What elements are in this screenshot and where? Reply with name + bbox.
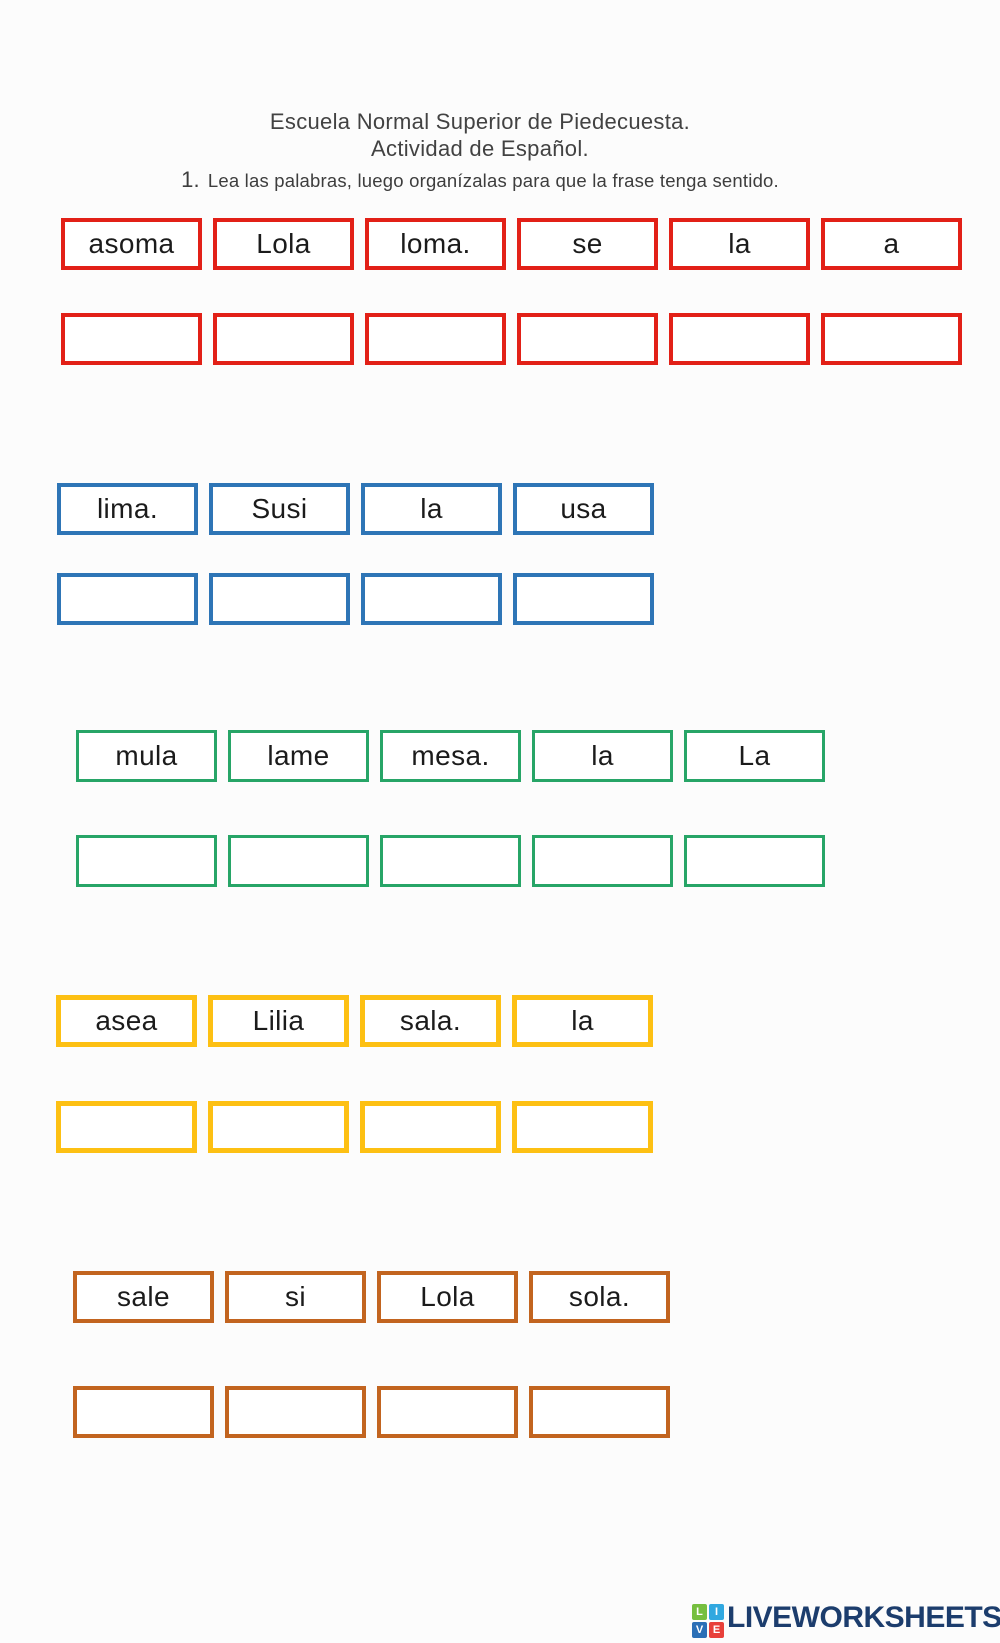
word-card[interactable]: la	[361, 483, 502, 535]
word-card[interactable]: loma.	[365, 218, 506, 270]
word-card[interactable]: sola.	[529, 1271, 670, 1323]
answer-slot[interactable]	[529, 1386, 670, 1438]
answer-slot[interactable]	[209, 573, 350, 625]
answer-slot[interactable]	[76, 835, 217, 887]
word-card[interactable]: Lola	[377, 1271, 518, 1323]
answer-slot[interactable]	[517, 313, 658, 365]
word-card[interactable]: a	[821, 218, 962, 270]
word-card[interactable]: asoma	[61, 218, 202, 270]
word-card[interactable]: La	[684, 730, 825, 782]
word-card[interactable]: la	[512, 995, 653, 1047]
answer-slot[interactable]	[513, 573, 654, 625]
liveworksheets-icon: L I V E	[692, 1604, 724, 1638]
word-card[interactable]: Lilia	[208, 995, 349, 1047]
brand-wordmark: LIVEWORKSHEETS	[727, 1601, 1000, 1634]
answer-row-red	[61, 313, 962, 365]
instruction-text: Lea las palabras, luego organízalas para…	[207, 170, 779, 191]
word-card[interactable]: asea	[56, 995, 197, 1047]
word-row-red: asoma Lola loma. se la a	[61, 218, 962, 270]
answer-slot[interactable]	[213, 313, 354, 365]
answer-slot[interactable]	[532, 835, 673, 887]
answer-slot[interactable]	[73, 1386, 214, 1438]
logo-tile-e: E	[709, 1622, 724, 1638]
word-card[interactable]: se	[517, 218, 658, 270]
answer-slot[interactable]	[225, 1386, 366, 1438]
word-card[interactable]: sale	[73, 1271, 214, 1323]
word-row-brown: sale si Lola sola.	[73, 1271, 670, 1323]
answer-slot[interactable]	[228, 835, 369, 887]
instruction-line: 1. Lea las palabras, luego organízalas pa…	[0, 167, 960, 193]
answer-slot[interactable]	[380, 835, 521, 887]
word-row-yellow: asea Lilia sala. la	[56, 995, 653, 1047]
school-title: Escuela Normal Superior de Piedecuesta.	[269, 109, 691, 134]
liveworksheets-logo[interactable]: L I V E LIVEWORKSHEETS	[692, 1600, 1000, 1638]
answer-row-blue	[57, 573, 654, 625]
answer-row-yellow	[56, 1101, 653, 1153]
word-card[interactable]: Susi	[209, 483, 350, 535]
word-card[interactable]: la	[669, 218, 810, 270]
answer-slot[interactable]	[208, 1101, 349, 1153]
answer-slot[interactable]	[361, 573, 502, 625]
word-row-green: mula lame mesa. la La	[76, 730, 825, 782]
word-card[interactable]: usa	[513, 483, 654, 535]
answer-slot[interactable]	[669, 313, 810, 365]
word-card[interactable]: si	[225, 1271, 366, 1323]
logo-tile-v: V	[692, 1622, 707, 1638]
answer-slot[interactable]	[56, 1101, 197, 1153]
word-card[interactable]: mula	[76, 730, 217, 782]
instruction-number: 1.	[181, 167, 200, 192]
answer-slot[interactable]	[684, 835, 825, 887]
answer-slot[interactable]	[61, 313, 202, 365]
word-card[interactable]: sala.	[360, 995, 501, 1047]
answer-slot[interactable]	[821, 313, 962, 365]
activity-title: Actividad de Español.	[371, 136, 589, 161]
word-row-blue: lima. Susi la usa	[57, 483, 654, 535]
answer-slot[interactable]	[360, 1101, 501, 1153]
word-card[interactable]: lame	[228, 730, 369, 782]
answer-slot[interactable]	[377, 1386, 518, 1438]
word-card[interactable]: Lola	[213, 218, 354, 270]
answer-slot[interactable]	[57, 573, 198, 625]
answer-slot[interactable]	[365, 313, 506, 365]
word-card[interactable]: mesa.	[380, 730, 521, 782]
answer-slot[interactable]	[512, 1101, 653, 1153]
answer-row-green	[76, 835, 825, 887]
answer-row-brown	[73, 1386, 670, 1438]
word-card[interactable]: la	[532, 730, 673, 782]
logo-tile-i: I	[709, 1604, 724, 1620]
logo-tile-l: L	[692, 1604, 707, 1620]
word-card[interactable]: lima.	[57, 483, 198, 535]
worksheet-header: Escuela Normal Superior de Piedecuesta. …	[0, 108, 960, 193]
